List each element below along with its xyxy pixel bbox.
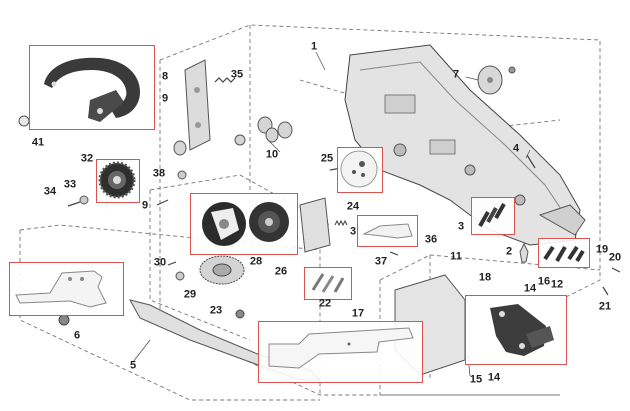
callout-37: 37 — [374, 255, 388, 268]
hook-bracket-icon — [44, 57, 140, 122]
pins-photo-small — [304, 267, 352, 300]
lever-plate-photo — [9, 262, 124, 316]
callout-1: 1 — [310, 40, 318, 53]
bracket-part — [184, 59, 211, 151]
disc-part — [477, 65, 516, 95]
callout-22: 22 — [318, 297, 332, 310]
main-frame — [344, 44, 586, 246]
callout-18: 18 — [478, 271, 492, 284]
callout-35: 35 — [230, 68, 244, 81]
large-gear — [199, 255, 245, 285]
callout-12: 12 — [550, 278, 564, 291]
callout-2: 2 — [505, 245, 513, 258]
callout-41: 41 — [31, 136, 45, 149]
callout-23: 23 — [209, 304, 223, 317]
pins-icon — [311, 273, 345, 293]
pins-photo-right — [471, 197, 515, 235]
callout-20: 20 — [608, 251, 622, 264]
callout-30: 30 — [153, 256, 167, 269]
round-plate-photo — [337, 147, 383, 193]
callout-24: 24 — [346, 200, 360, 213]
gear-icon — [98, 161, 136, 199]
callout-21: 21 — [598, 300, 612, 313]
callout-26: 26 — [274, 265, 288, 278]
callout-9-top: 9 — [161, 92, 169, 105]
hook-bracket-part-photo — [29, 45, 155, 130]
sprocket-pair-icon — [202, 202, 289, 246]
callout-14-top: 14 — [523, 282, 537, 295]
gear-pulley-photo — [96, 159, 140, 203]
callout-5: 5 — [129, 359, 137, 372]
callout-11: 11 — [450, 250, 462, 263]
pins-photo-right-2 — [538, 238, 590, 268]
pin-part — [519, 242, 529, 263]
pins-icon — [543, 245, 585, 263]
angled-plate-icon — [490, 304, 554, 356]
sprocket-pair-photo — [190, 193, 298, 255]
callout-9-bottom: 9 — [141, 199, 149, 212]
lever-plate-icon — [15, 270, 107, 308]
callout-8: 8 — [161, 70, 169, 83]
callout-14-bottom: 14 — [487, 371, 501, 384]
bent-plate-icon — [362, 223, 413, 239]
callout-29: 29 — [183, 288, 197, 301]
callout-17: 17 — [351, 307, 365, 320]
callout-7: 7 — [452, 68, 460, 81]
spring-part — [214, 77, 236, 83]
callout-15: 15 — [469, 373, 483, 386]
callout-19: 19 — [595, 243, 609, 256]
callout-6: 6 — [73, 329, 81, 342]
callout-38: 38 — [152, 167, 166, 180]
callout-34: 34 — [43, 185, 57, 198]
callout-3-right: 3 — [457, 220, 465, 233]
bushings — [173, 116, 293, 156]
round-plate-icon — [340, 150, 378, 188]
callout-25: 25 — [320, 152, 334, 165]
callout-36: 36 — [424, 233, 438, 246]
callout-33: 33 — [63, 178, 77, 191]
callout-10: 10 — [265, 148, 279, 161]
callout-32: 32 — [80, 152, 94, 165]
bent-plate-photo — [357, 215, 418, 247]
callout-28: 28 — [249, 255, 263, 268]
callout-3-center: 3 — [349, 225, 357, 238]
callout-4: 4 — [512, 142, 520, 155]
angled-plate-photo — [465, 295, 567, 365]
small-spring — [334, 219, 348, 227]
pins-icon — [478, 203, 506, 227]
long-plate-photo — [258, 321, 423, 383]
center-plate — [299, 197, 331, 253]
callout-16: 16 — [537, 275, 551, 288]
long-plate-icon — [268, 327, 414, 369]
